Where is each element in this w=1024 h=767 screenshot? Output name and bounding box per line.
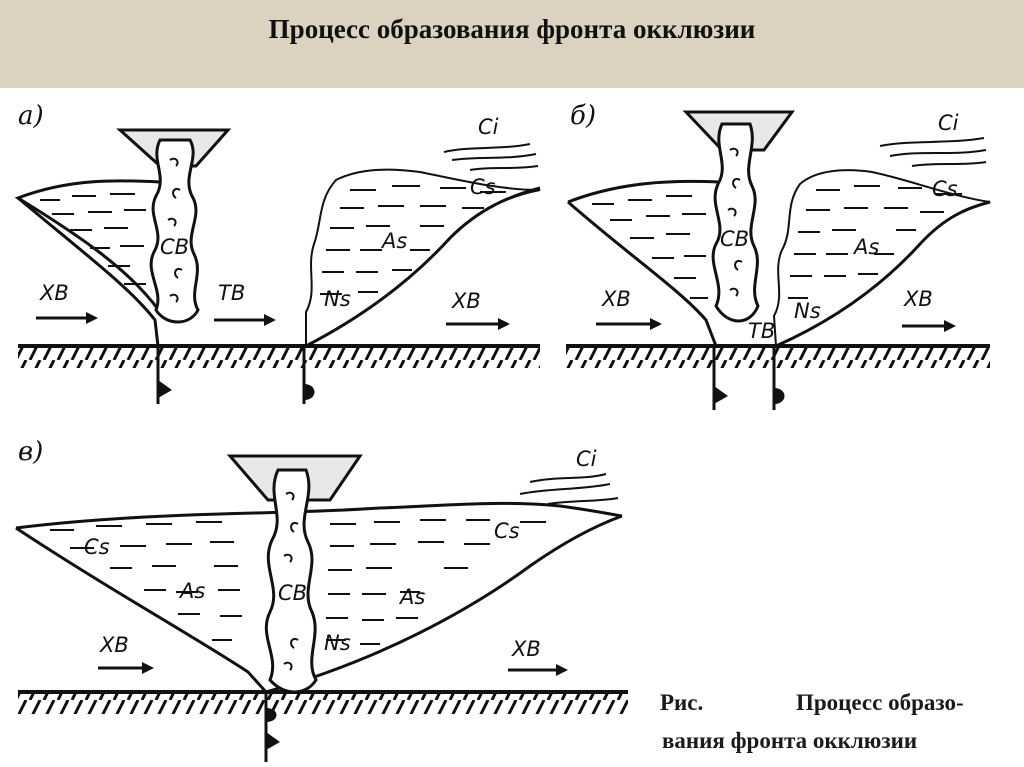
panel-label-b: б) [570, 101, 596, 131]
cumulonimbus-tower [264, 468, 318, 694]
air-mass-label-cold-right: ХВ [511, 637, 541, 661]
cloud-label-ci: Ci [576, 447, 597, 471]
page-title: Процесс образования фронта окклюзии [268, 14, 756, 44]
cloud-label-ci: Ci [938, 111, 959, 135]
occluded-front-surface-right [265, 514, 623, 694]
warm-front-surface [775, 200, 991, 348]
air-mass-label-cold-left: ХВ [39, 281, 69, 305]
cloud-label-ns: Ns [794, 299, 821, 323]
cirrus-wisps [879, 137, 987, 167]
air-mass-label-cold-right: ХВ [903, 287, 933, 311]
cloud-label-cb: СВ [160, 235, 189, 259]
air-mass-label-cold-right: ХВ [451, 289, 481, 313]
cirrus-wisps [519, 473, 619, 505]
panel-c: в) СВ Ci Cs [15, 437, 628, 762]
occluded-cloud-top [15, 501, 623, 530]
cloud-label-ns: Ns [324, 631, 351, 655]
warm-front-cloud-body [305, 168, 541, 348]
warm-front-cloud-body [772, 169, 991, 348]
cloud-label-cb: СВ [720, 227, 749, 251]
cirrus-wisps [443, 143, 539, 171]
title-bar [0, 0, 1024, 88]
occluded-front-surface-left [15, 526, 268, 694]
air-mass-label-warm: ТВ [218, 281, 245, 305]
air-mass-label-warm: ТВ [748, 319, 775, 343]
cloud-label-as: As [852, 235, 879, 259]
cloud-label-as-right: As [398, 585, 425, 609]
cloud-label-cs: Cs [932, 177, 958, 201]
cumulonimbus-tower [149, 138, 200, 324]
panel-b: б) СВ Ci [566, 101, 991, 410]
cloud-label-cs-right: Cs [494, 519, 520, 543]
cold-front-surface [567, 200, 718, 347]
figure-caption-line-2: вания фронта окклюзии [662, 728, 918, 753]
panel-a: а) СВ [14, 101, 541, 404]
cloud-label-cs: Cs [470, 175, 496, 199]
cloud-label-as-left: As [178, 579, 205, 603]
ground-hatching [18, 694, 628, 714]
panel-label-c: в) [18, 437, 43, 467]
figure-caption-prefix: Рис. [660, 690, 704, 715]
cloud-label-cb: СВ [278, 581, 307, 605]
air-mass-label-cold-left: ХВ [99, 633, 129, 657]
ground-hatching [18, 348, 540, 368]
panel-label-a: а) [18, 101, 44, 131]
cumulonimbus-tower [711, 122, 760, 323]
cloud-label-cs-left: Cs [84, 535, 110, 559]
figure-caption-line-1: Процесс образо- [796, 690, 964, 715]
air-mass-label-cold-left: ХВ [601, 287, 631, 311]
cloud-label-as: As [380, 229, 407, 253]
cloud-label-ns: Ns [324, 287, 351, 311]
cloud-label-ci: Ci [478, 115, 499, 139]
occlusion-diagram: а) СВ [14, 101, 991, 762]
ground-hatching [566, 348, 990, 368]
